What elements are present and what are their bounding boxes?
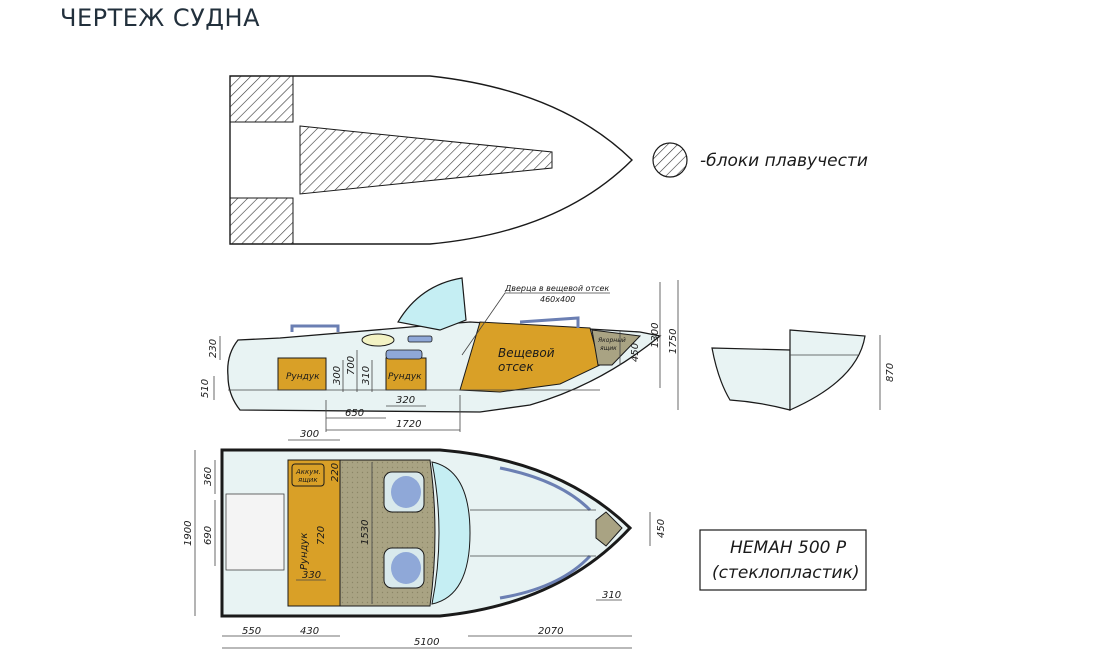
dim-300: 300 bbox=[332, 366, 343, 385]
dim-320: 320 bbox=[396, 395, 415, 406]
side-door-size: 460x400 bbox=[540, 295, 575, 304]
side-door-label: Дверца в вещевой отсек bbox=[504, 284, 609, 293]
side-compartment-label-1: Вещевой bbox=[498, 346, 555, 360]
dim-top-310: 310 bbox=[602, 590, 621, 601]
title-block-line2: (стеклопластик) bbox=[712, 563, 859, 583]
dim-1300: 1300 bbox=[650, 323, 661, 348]
page-title: ЧЕРТЕЖ СУДНА bbox=[60, 4, 260, 32]
top-view: Аккум. ящик Рундук 300 360 1900 690 220 … bbox=[183, 429, 667, 649]
side-anchor-box bbox=[591, 329, 642, 366]
dim-510: 510 bbox=[200, 379, 211, 398]
top-rundeck-label: Рундук bbox=[299, 533, 310, 570]
top-rear-platform bbox=[225, 493, 285, 571]
section-right bbox=[789, 329, 866, 411]
top-dimensions: 300 360 1900 690 220 720 1530 330 450 31… bbox=[183, 429, 667, 649]
dim-top-360: 360 bbox=[203, 467, 214, 486]
title-block-line1: НЕМАН 500 Р bbox=[730, 538, 847, 558]
top-seat-upper-cushion bbox=[391, 476, 421, 508]
top-battery-label-1: Аккум. bbox=[295, 468, 321, 476]
cross-section: 870 bbox=[711, 329, 896, 411]
legend-hatch-symbol bbox=[652, 142, 688, 178]
side-compartment-label-2: отсек bbox=[498, 360, 534, 374]
legend: -блоки плавучести bbox=[652, 142, 868, 178]
dim-top-220: 220 bbox=[330, 463, 341, 482]
dim-870: 870 bbox=[885, 363, 896, 382]
top-rail-lower bbox=[499, 554, 592, 600]
top-battery-box bbox=[291, 463, 325, 487]
dim-top-1530: 1530 bbox=[360, 520, 371, 545]
buoyancy-block-stern-bottom bbox=[229, 197, 294, 245]
title-block: НЕМАН 500 Р (стеклопластик) bbox=[699, 529, 867, 591]
side-anchor-label-1: Якорный bbox=[597, 337, 626, 344]
dim-top-300: 300 bbox=[300, 429, 319, 440]
dim-1720: 1720 bbox=[396, 419, 421, 430]
side-steering-wheel bbox=[361, 333, 395, 347]
side-view: Дверца в вещевой отсек 460x400 Вещевой о… bbox=[200, 277, 679, 432]
side-rundeck-mid-label: Рундук bbox=[388, 372, 422, 382]
side-windshield bbox=[397, 277, 467, 331]
dim-top-1900: 1900 bbox=[183, 521, 194, 546]
buoyancy-plan-view bbox=[229, 75, 633, 245]
dim-top-330: 330 bbox=[302, 570, 321, 581]
side-seat-cushion bbox=[385, 349, 423, 360]
side-rail-rear bbox=[290, 324, 340, 332]
top-battery-label-2: ящик bbox=[298, 476, 318, 484]
section-left bbox=[711, 347, 791, 411]
side-rundeck-left bbox=[277, 357, 327, 391]
dim-top-450: 450 bbox=[656, 519, 667, 538]
dim-1750: 1750 bbox=[668, 329, 679, 354]
dim-top-690: 690 bbox=[203, 526, 214, 545]
dim-230: 230 bbox=[208, 339, 219, 358]
dim-top-2070: 2070 bbox=[538, 626, 563, 637]
dim-700: 700 bbox=[346, 356, 357, 375]
side-dimensions: 230 510 300 700 310 320 650 1720 450 130… bbox=[200, 280, 679, 432]
dim-top-720: 720 bbox=[316, 526, 327, 545]
side-dashboard bbox=[407, 335, 433, 343]
dim-top-5100: 5100 bbox=[414, 637, 439, 648]
top-seat-lower-cushion bbox=[391, 552, 421, 584]
dim-650: 650 bbox=[345, 408, 364, 419]
side-rail-front bbox=[519, 316, 580, 328]
legend-label: -блоки плавучести bbox=[700, 151, 868, 171]
top-windshield bbox=[431, 461, 471, 605]
dim-top-550: 550 bbox=[242, 626, 261, 637]
top-anchor-hatch bbox=[595, 511, 623, 547]
title-block-frame bbox=[699, 529, 867, 591]
buoyancy-block-stern-top bbox=[229, 75, 294, 123]
side-anchor-label-2: ящик bbox=[600, 345, 617, 352]
top-rail-upper bbox=[499, 466, 592, 512]
dim-450: 450 bbox=[630, 343, 641, 362]
dim-310: 310 bbox=[361, 366, 372, 385]
buoyancy-block-center bbox=[299, 125, 553, 195]
side-rundeck-mid bbox=[385, 357, 427, 391]
dim-top-430: 430 bbox=[300, 626, 319, 637]
side-rundeck-left-label: Рундук bbox=[286, 372, 320, 382]
